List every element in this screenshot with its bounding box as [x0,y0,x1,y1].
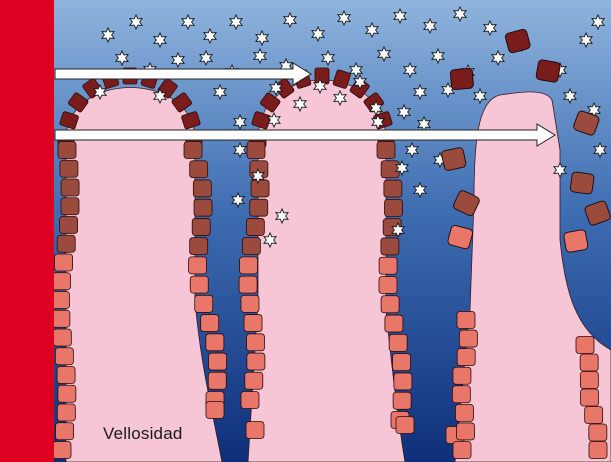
epithelial-cell [246,334,264,351]
epithelial-cell [456,423,474,440]
epithelial-cell [55,254,73,271]
epithelial-cell [381,296,399,313]
epithelial-cell [60,217,78,234]
epithelial-cell [57,235,75,252]
shed-enterocyte-icon [441,147,467,171]
shed-enterocyte-icon [570,172,595,195]
epithelial-cell [194,199,212,216]
epithelial-cell [393,392,411,409]
epithelial-cell [56,423,74,440]
intestinal-wall [0,0,54,462]
epithelial-cell [245,372,263,389]
epithelial-cell [580,372,598,389]
epithelial-cell [241,295,259,312]
epithelial-cell [246,422,264,439]
epithelial-cell [60,160,78,177]
epithelial-cell [459,330,477,347]
epithelial-cell [190,238,208,255]
epithelial-cell [576,337,594,354]
epithelial-cell [385,199,403,216]
shed-enterocyte-icon [450,68,474,90]
epithelial-cell [585,407,603,424]
epithelial-cell [580,354,598,371]
epithelial-cell [457,312,475,329]
epithelial-cell [184,142,202,159]
epithelial-cell [52,310,70,327]
epithelial-cell [58,142,76,159]
shed-enterocyte-icon [563,229,588,253]
epithelial-cell [195,295,213,312]
epithelial-cell [250,199,268,216]
epithelial-cell [244,315,262,332]
epithelial-cell [247,142,265,159]
epithelial-cell [208,372,226,389]
epithelial-cell [377,142,395,159]
epithelial-cell [52,292,70,309]
epithelial-cell [379,277,397,294]
epithelial-cell [239,276,257,293]
epithelial-cell [61,179,79,196]
epithelial-cell [201,315,219,332]
epithelial-cell [61,198,79,215]
epithelial-cell [385,315,403,332]
epithelial-cell [57,404,75,421]
epithelial-cell [381,161,399,178]
epithelial-cell [57,367,75,384]
epithelial-cell [589,424,607,441]
epithelial-cell [241,392,259,409]
epithelial-cell [393,354,411,371]
epithelial-cell [381,238,399,255]
epithelial-cell [53,442,71,459]
epithelial-cell [455,404,473,421]
epithelial-cell [251,180,269,197]
epithelial-cell [389,334,407,351]
epithelial-cell [581,389,599,406]
epithelial-cell [457,349,475,366]
epithelial-cell [247,353,265,370]
epithelial-cell [190,161,208,178]
epithelial-cell [453,442,471,459]
epithelial-cell [452,386,470,403]
epithelial-cell [394,373,412,390]
epithelial-cell [453,367,471,384]
epithelial-cell [52,273,70,290]
epithelial-cell [58,385,76,402]
epithelial-cell [589,442,607,459]
epithelial-cell [206,334,224,351]
epithelial-cell [53,329,71,346]
epithelial-cell [384,180,402,197]
epithelial-cell [240,257,258,274]
epithelial-cell [246,218,264,235]
epithelial-cell [192,218,210,235]
epithelial-cell [190,276,208,293]
epithelial-cell [193,180,211,197]
epithelial-cell [55,348,73,365]
epithelial-cell [189,257,207,274]
epithelial-cell [379,257,397,274]
epithelial-cell [315,68,329,84]
epithelial-cell [209,353,227,370]
epithelial-cell [206,402,224,419]
shed-enterocyte-icon [536,59,561,83]
epithelial-cell [396,417,414,434]
villus-label: Vellosidad [103,424,183,444]
epithelial-cell [242,238,260,255]
